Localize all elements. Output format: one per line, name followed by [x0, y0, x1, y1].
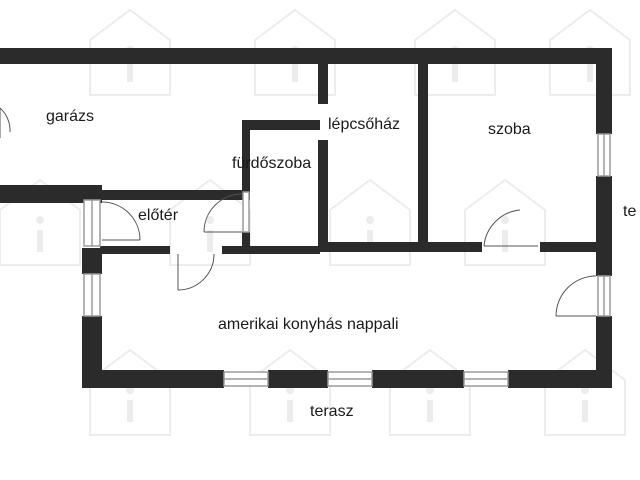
window-bottom-1 [223, 371, 269, 387]
wall-living-top-3 [320, 242, 482, 252]
wall-living-top-1 [100, 246, 170, 254]
windows [83, 133, 611, 387]
wall-bottom-1 [82, 370, 224, 388]
door-living [177, 253, 215, 291]
room-label-furdoszoba: fürdőszoba [232, 155, 311, 172]
wall-bottom-2 [268, 370, 328, 388]
window-right-lower [597, 275, 611, 317]
house-info-icon [249, 348, 331, 436]
window-bath [242, 191, 250, 233]
wall-left-bottom [82, 316, 102, 388]
wall-stair-left-lower [318, 140, 328, 252]
wall-bath-left [242, 120, 250, 192]
wall-right-upper [596, 48, 612, 134]
wall-bath-left-lower [242, 232, 250, 252]
room-label-cut-off: te [623, 203, 636, 220]
room-label-garazs: garázs [46, 108, 94, 125]
door-bath [203, 193, 243, 233]
house-info-icon [544, 348, 626, 436]
room-label-nappali: amerikai konyhás nappali [218, 316, 399, 333]
wall-living-top-4 [540, 242, 606, 252]
door-terrace [555, 275, 597, 317]
house-info-icon [389, 348, 471, 436]
window-right-upper [597, 133, 611, 177]
wall-top [0, 48, 612, 64]
house-info-icon [464, 178, 546, 266]
wall-hall-top [100, 190, 250, 200]
room-label-lepcsohaz: lépcsőház [328, 116, 400, 133]
wall-bottom-3 [372, 370, 464, 388]
window-bottom-2 [327, 371, 373, 387]
door-room [483, 209, 538, 247]
window-hall-left [83, 199, 101, 247]
wall-right-middle [596, 176, 612, 276]
walls [0, 48, 612, 388]
wall-left-lower [82, 248, 102, 274]
wall-living-top-2 [222, 246, 320, 254]
wall-bath-top [242, 120, 320, 130]
doors [0, 107, 597, 317]
wall-room-left [418, 56, 428, 252]
door-garage [0, 107, 11, 138]
wall-bottom-4 [508, 370, 612, 388]
room-label-szoba: szoba [488, 121, 531, 138]
door-hall-entry [101, 201, 141, 241]
window-bottom-3 [463, 371, 509, 387]
room-label-terasz: terasz [310, 403, 354, 420]
room-labels: garázs lépcsőház szoba fürdőszoba előtér… [46, 108, 636, 420]
room-label-eloter: előtér [138, 207, 179, 224]
house-info-icon [329, 178, 411, 266]
wall-stair-left-upper [318, 56, 328, 104]
wall-garage-bottom [0, 185, 102, 203]
window-left-lower [83, 273, 101, 317]
